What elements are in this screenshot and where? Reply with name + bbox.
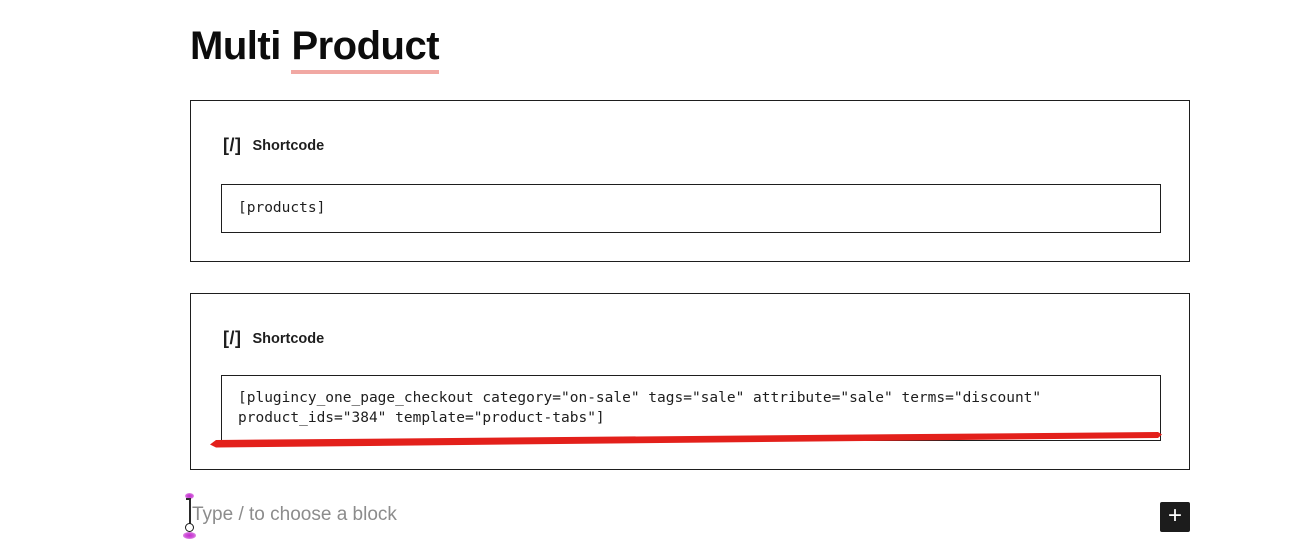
- block-label-text: Shortcode: [252, 138, 325, 154]
- post-title-word-spellcheck-underlined: Product: [291, 24, 440, 74]
- cursor-gripper-top-icon: [185, 493, 194, 499]
- post-title[interactable]: Multi Product: [190, 24, 440, 74]
- cursor-gripper-bottom-icon: [183, 532, 196, 539]
- block-label: [/] Shortcode: [223, 135, 325, 155]
- add-block-button[interactable]: +: [1160, 502, 1190, 532]
- cursor-ibeam-icon: [186, 498, 191, 500]
- block-label-text: Shortcode: [252, 331, 325, 347]
- plus-icon: +: [1167, 502, 1182, 529]
- shortcode-icon: [/]: [223, 328, 242, 348]
- shortcode-input-2[interactable]: [plugincy_one_page_checkout category="on…: [221, 375, 1161, 441]
- shortcode-block-2[interactable]: [/] Shortcode [plugincy_one_page_checkou…: [190, 293, 1190, 470]
- block-appender-placeholder[interactable]: Type / to choose a block: [192, 504, 397, 525]
- post-title-word: Multi: [190, 24, 281, 68]
- cursor-ibeam-icon: [189, 498, 191, 525]
- shortcode-block-1[interactable]: [/] Shortcode [products]: [190, 100, 1190, 262]
- shortcode-input-1[interactable]: [products]: [221, 184, 1161, 233]
- block-label: [/] Shortcode: [223, 328, 325, 348]
- shortcode-icon: [/]: [223, 135, 242, 155]
- title-space: [281, 24, 292, 68]
